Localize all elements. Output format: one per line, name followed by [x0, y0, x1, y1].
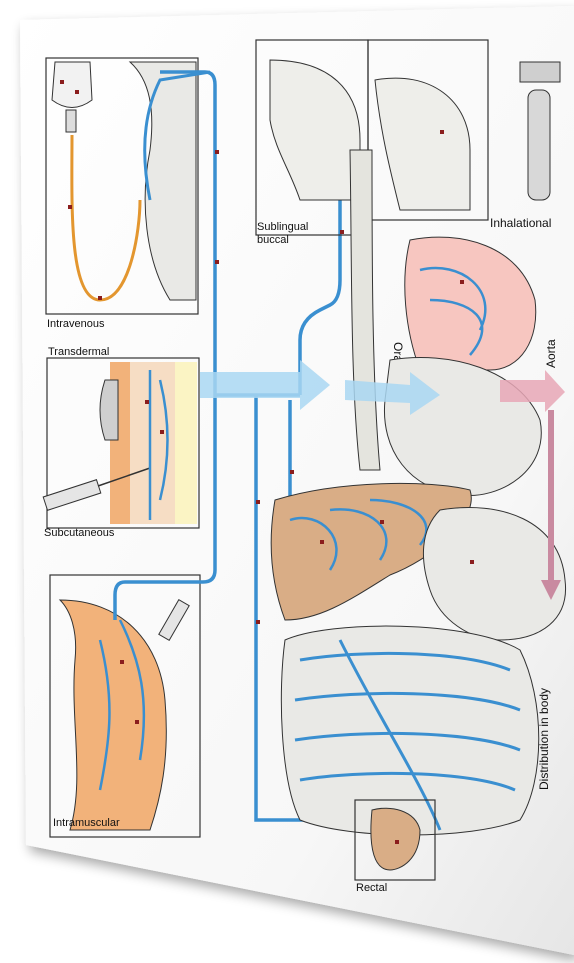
label-intravenous: Intravenous [47, 318, 105, 330]
label-distribution: Distribution in body [537, 688, 551, 790]
label-subcutaneous: Subcutaneous [44, 527, 115, 539]
label-transdermal: Transdermal [48, 346, 109, 358]
label-intramuscular: Intramuscular [53, 817, 120, 829]
intestines [281, 626, 538, 835]
label-aorta: Aorta [544, 339, 558, 368]
label-sublingual: Sublingual [257, 221, 308, 233]
label-rectal: Rectal [356, 882, 387, 894]
label-inhalational: Inhalational [490, 216, 551, 230]
label-buccal: buccal [257, 234, 289, 246]
